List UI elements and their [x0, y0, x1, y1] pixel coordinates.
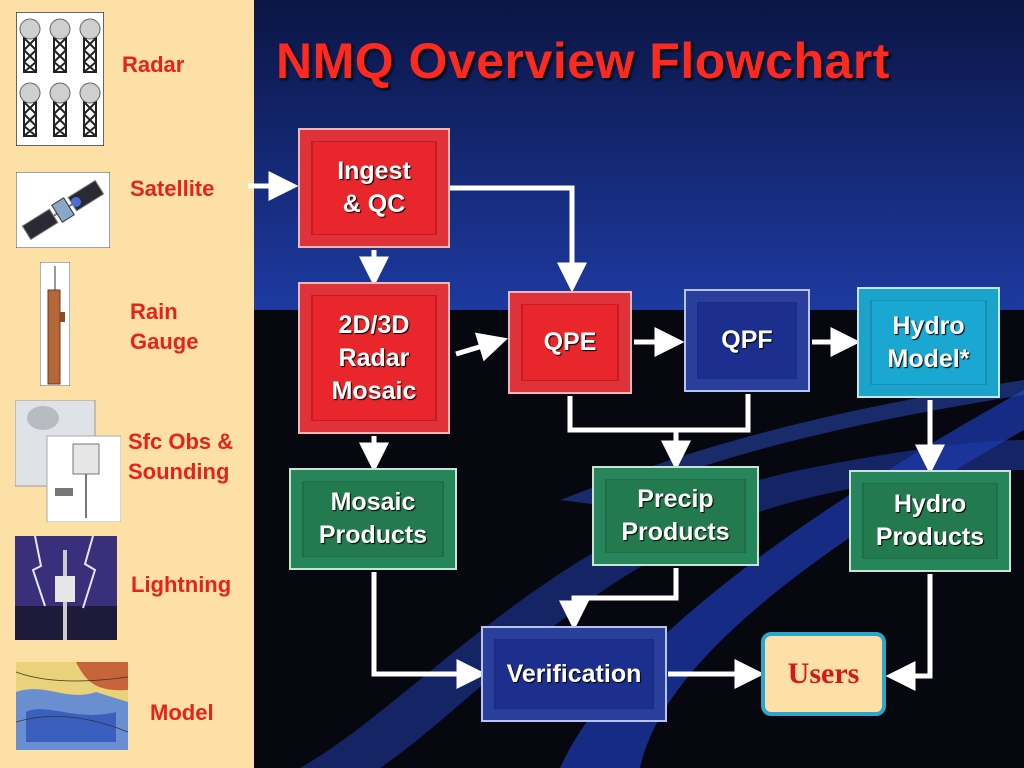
node-hydro-model-label: Hydro Model* — [872, 301, 985, 384]
node-hydro-model: Hydro Model* — [857, 287, 1000, 398]
node-mosaic-products-label: Mosaic Products — [304, 482, 442, 556]
sidebar-label-lightning: Lightning — [131, 572, 232, 597]
node-ingest-qc-label: Ingest & QC — [313, 142, 435, 234]
sidebar-label-satellite: Satellite — [130, 176, 215, 201]
node-qpe-label: QPE — [523, 305, 617, 380]
node-hydro-products-label: Hydro Products — [864, 484, 996, 558]
sidebar-label-radar: Radar — [122, 52, 185, 77]
node-qpe: QPE — [508, 291, 632, 394]
page-title: NMQ Overview Flowchart — [276, 33, 890, 89]
node-radar-mosaic-label: 2D/3D Radar Mosaic — [313, 296, 435, 420]
node-users: Users — [761, 632, 886, 716]
sidebar-label-model: Model — [150, 700, 214, 725]
node-hydro-products: Hydro Products — [849, 470, 1011, 572]
node-radar-mosaic: 2D/3D Radar Mosaic — [298, 282, 450, 434]
node-precip-products-label: Precip Products — [607, 480, 744, 552]
node-verification: Verification — [481, 626, 667, 722]
node-precip-products: Precip Products — [592, 466, 759, 566]
sidebar-label-sfc-obs-sounding: Sfc Obs & Sounding — [128, 429, 234, 484]
radar-towers-icon — [16, 12, 104, 146]
node-qpf: QPF — [684, 289, 810, 392]
weather-station-icon — [15, 400, 121, 522]
node-verification-label: Verification — [496, 640, 652, 708]
model-map-icon — [16, 662, 128, 750]
satellite-icon — [16, 172, 110, 248]
node-ingest-qc: Ingest & QC — [298, 128, 450, 248]
node-qpf-label: QPF — [699, 303, 795, 378]
node-mosaic-products: Mosaic Products — [289, 468, 457, 570]
rain-gauge-icon — [40, 262, 70, 386]
lightning-icon — [15, 536, 117, 640]
sidebar-label-rain-gauge: Rain Gauge — [130, 299, 199, 354]
